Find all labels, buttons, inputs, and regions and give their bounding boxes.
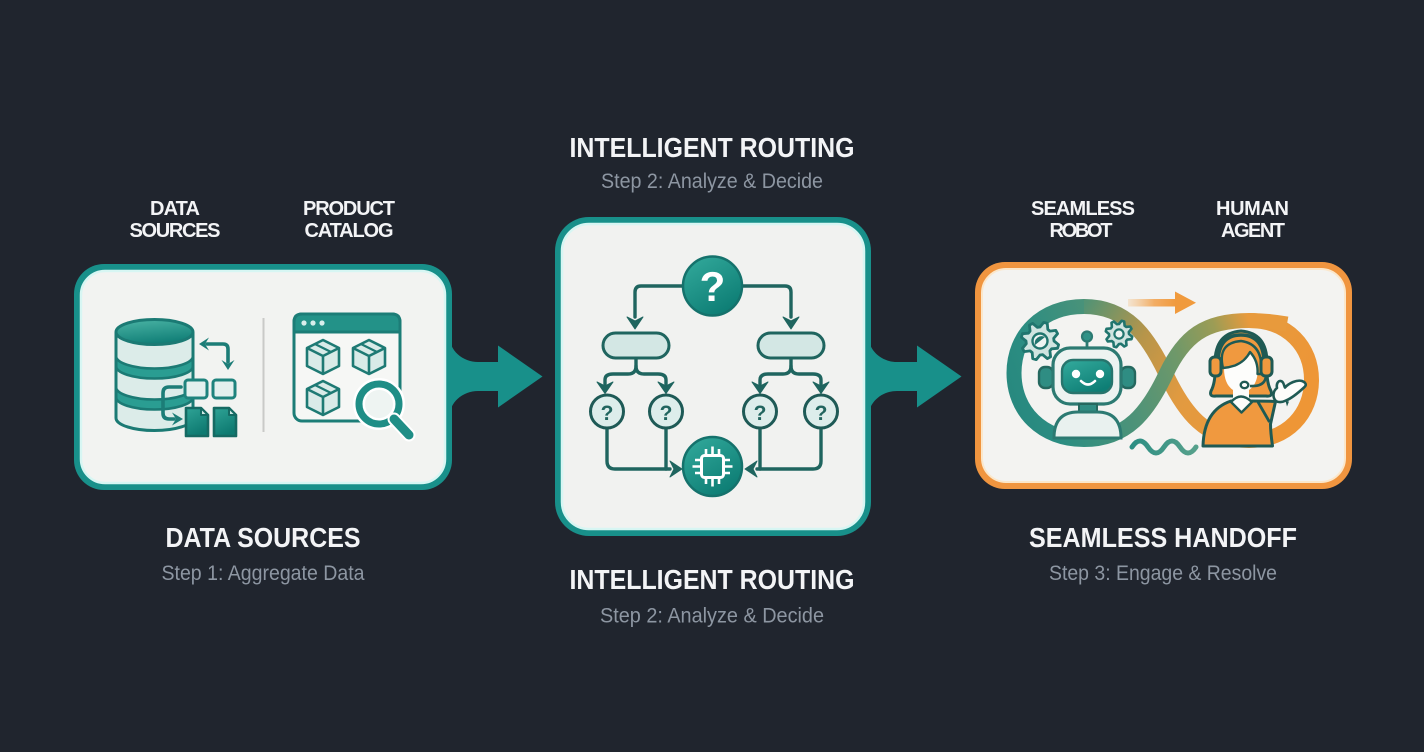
svg-text:Step 2: Analyze & Decide: Step 2: Analyze & Decide [600, 604, 824, 628]
svg-text:SOURCES: SOURCES [130, 220, 221, 242]
svg-text:Step 1: Aggregate Data: Step 1: Aggregate Data [162, 561, 365, 585]
svg-text:CATALOG: CATALOG [305, 220, 394, 242]
svg-text:INTELLIGENT ROUTING: INTELLIGENT ROUTING [570, 132, 855, 163]
svg-text:SEAMLESS: SEAMLESS [1031, 198, 1135, 220]
svg-text:?: ? [815, 402, 828, 425]
svg-text:?: ? [601, 402, 614, 425]
svg-text:?: ? [700, 263, 726, 310]
svg-text:SEAMLESS HANDOFF: SEAMLESS HANDOFF [1029, 522, 1297, 553]
svg-text:INTELLIGENT ROUTING: INTELLIGENT ROUTING [570, 564, 855, 595]
svg-text:AGENT: AGENT [1221, 220, 1285, 242]
svg-text:?: ? [660, 402, 673, 425]
svg-text:PRODUCT: PRODUCT [303, 198, 395, 220]
svg-text:HUMAN: HUMAN [1216, 198, 1289, 220]
svg-text:DATA SOURCES: DATA SOURCES [166, 522, 361, 553]
svg-text:?: ? [754, 402, 767, 425]
svg-text:ROBOT: ROBOT [1050, 220, 1113, 242]
svg-text:Step 2: Analyze & Decide: Step 2: Analyze & Decide [601, 169, 823, 193]
svg-text:DATA: DATA [150, 198, 200, 220]
svg-text:Step 3: Engage & Resolve: Step 3: Engage & Resolve [1049, 561, 1277, 585]
